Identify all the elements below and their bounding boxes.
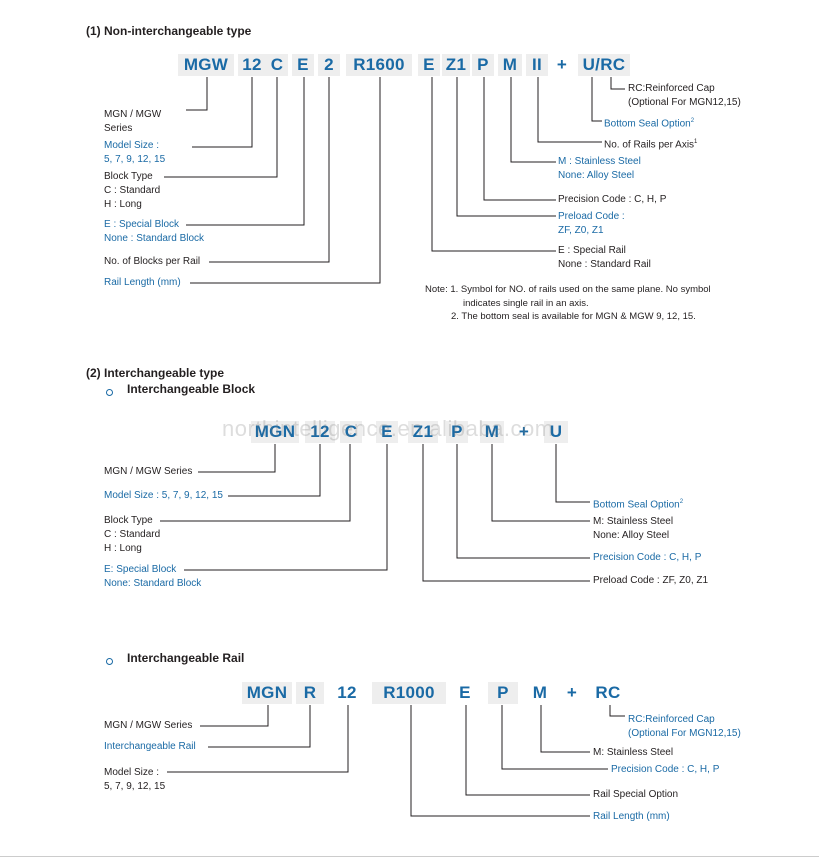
code-blocks-per-rail: 2: [318, 54, 340, 76]
interchangeable-block-title: Interchangeable Block: [127, 382, 256, 396]
rail-code-r: R: [296, 682, 324, 704]
label-material: M : Stainless Steel None: Alloy Steel: [558, 156, 641, 181]
notes-block: Note: 1. Symbol for NO. of rails used on…: [425, 284, 711, 322]
label-preload: Preload Code : ZF, Z0, Z1: [558, 211, 625, 236]
code-special-rail: E: [418, 54, 440, 76]
rail-code-cap: RC: [595, 683, 621, 702]
code-rails-per-axis: II: [526, 54, 548, 76]
label-model-size: Model Size : 5, 7, 9, 12, 15: [104, 140, 166, 165]
bullet-icon: [106, 652, 113, 670]
code-rail-length: R1600: [346, 54, 412, 76]
block-label-preload: Preload Code : ZF, Z0, Z1: [593, 575, 709, 586]
rail-code-plus: +: [566, 683, 578, 702]
section1-code-row: MGW 12 C E 2 R1600 E Z1 P M II + U/RC: [0, 54, 819, 76]
label-block-type: Block Type C : Standard H : Long: [104, 171, 161, 210]
block-code-special: E: [376, 421, 398, 443]
section2-title: (2) Interchangeable type: [86, 366, 225, 380]
rail-label-series: MGN / MGW Series: [104, 720, 193, 731]
code-plus: +: [556, 55, 568, 74]
rail-code-material: M: [532, 683, 548, 702]
watermark-text: northintelligence.en.alibaba.com: [222, 416, 554, 441]
block-label-model-size: Model Size : 5, 7, 9, 12, 15: [104, 490, 223, 501]
rail-code-precision: P: [488, 682, 518, 704]
block-code-size: 12: [305, 421, 335, 443]
label-reinforced-cap: RC:Reinforced Cap (Optional For MGN12,15…: [628, 83, 741, 108]
label-rails-per-axis: No. of Rails per Axis1: [604, 139, 698, 151]
block-label-bottom-seal: Bottom Seal Option2: [593, 499, 684, 511]
block-code-material: M: [480, 421, 504, 443]
rail-code-size: 12: [337, 683, 357, 702]
section1-title: (1) Non-interchangeable type: [86, 24, 252, 38]
bullet-icon: [106, 383, 113, 401]
block-label-material: M: Stainless Steel None: Alloy Steel: [593, 516, 674, 541]
rail-code-length: R1000: [372, 682, 446, 704]
code-seal-cap: U/RC: [578, 54, 630, 76]
code-precision: P: [472, 54, 494, 76]
code-preload: Z1: [442, 54, 470, 76]
block-label-special: E: Special Block None: Standard Block: [104, 564, 202, 589]
block-code-preload: Z1: [408, 421, 438, 443]
block-code-type: C: [340, 421, 362, 443]
rail-code-series: MGN: [242, 682, 292, 704]
rail-label-special-option: Rail Special Option: [593, 789, 679, 800]
rail-label-precision: Precision Code : C, H, P: [611, 764, 720, 775]
label-special-block: E : Special Block None : Standard Block: [104, 219, 205, 244]
block-code-row: MGN 12 C E Z1 P M + U: [0, 421, 819, 443]
code-series: MGW: [178, 54, 234, 76]
block-label-type: Block Type C : Standard H : Long: [104, 515, 161, 554]
label-blocks-per-rail: No. of Blocks per Rail: [104, 256, 201, 267]
rail-label-material: M: Stainless Steel: [593, 747, 674, 758]
label-precision: Precision Code : C, H, P: [558, 194, 667, 205]
block-code-seal: U: [544, 421, 568, 443]
label-series: MGN / MGW Series: [104, 109, 162, 134]
block-code-series: MGN: [251, 421, 299, 443]
code-special-block: E: [292, 54, 314, 76]
block-label-precision: Precision Code : C, H, P: [593, 552, 702, 563]
code-material: M: [498, 54, 522, 76]
block-code-plus: +: [518, 422, 530, 441]
block-code-precision: P: [446, 421, 468, 443]
rail-label-reinforced-cap: RC:Reinforced Cap (Optional For MGN12,15…: [628, 714, 741, 739]
code-block-type: C: [266, 54, 288, 76]
bottom-divider: [0, 856, 819, 857]
rail-label-model-size: Model Size : 5, 7, 9, 12, 15: [104, 767, 166, 792]
rail-label-length: Rail Length (mm): [593, 811, 670, 822]
rail-label-interchangeable: Interchangeable Rail: [104, 741, 196, 752]
rail-code-special: E: [459, 683, 471, 702]
rail-code-row: MGN R 12 R1000 E P M + RC: [0, 682, 819, 704]
label-bottom-seal: Bottom Seal Option2: [604, 118, 695, 130]
interchangeable-rail-title: Interchangeable Rail: [127, 651, 245, 665]
label-special-rail: E : Special Rail None : Standard Rail: [558, 245, 651, 270]
code-size: 12: [238, 54, 266, 76]
block-label-series: MGN / MGW Series: [104, 466, 193, 477]
label-rail-length: Rail Length (mm): [104, 277, 181, 288]
